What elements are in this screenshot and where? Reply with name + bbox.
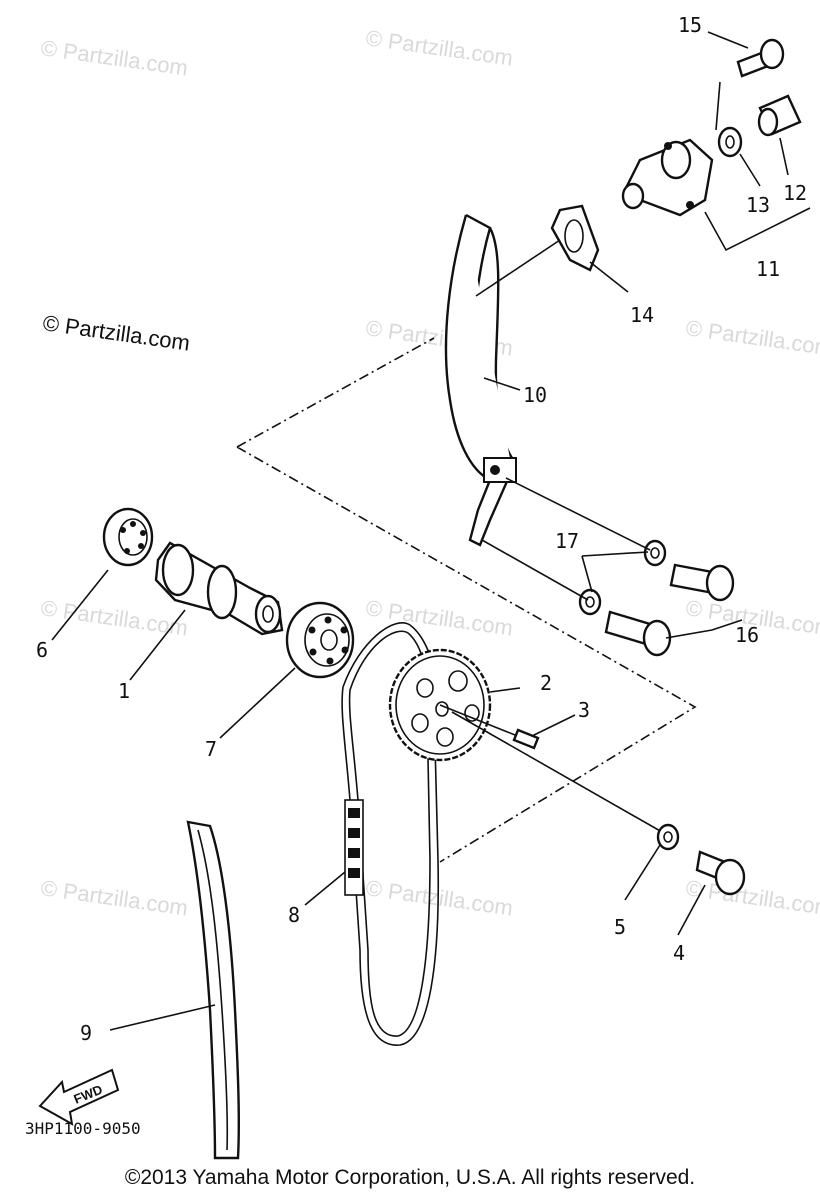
part-11-tensioner — [621, 138, 714, 217]
watermark: © Partzilla.com — [364, 25, 514, 70]
callout-6: 6 — [36, 638, 48, 662]
callout-9: 9 — [80, 1021, 92, 1045]
watermark: © Partzilla.com — [684, 315, 820, 360]
part-6-bearing — [102, 507, 154, 567]
part-9-chain-guide — [186, 820, 240, 1160]
callout-13: 13 — [746, 193, 770, 217]
part-10-chain-guide — [444, 213, 517, 547]
part-16-bolts — [604, 563, 735, 657]
callout-1: 1 — [118, 679, 130, 703]
callout-11: 11 — [756, 257, 780, 281]
callout-8: 8 — [288, 903, 300, 927]
watermark: © Partzilla.com — [364, 595, 514, 640]
watermark: © Partzilla.com — [364, 875, 514, 920]
part-8-cam-chain — [341, 622, 440, 1046]
leader-lines — [51, 31, 811, 1031]
callout-numbers: 1 2 3 4 5 6 7 8 9 10 11 12 13 14 15 16 1… — [36, 13, 807, 1045]
part-4-bolt — [695, 850, 746, 896]
callout-5: 5 — [614, 915, 626, 939]
part-1-camshaft — [154, 541, 284, 636]
callout-17: 17 — [555, 529, 579, 553]
callout-4: 4 — [673, 941, 685, 965]
callout-10: 10 — [523, 383, 547, 407]
callout-16: 16 — [735, 623, 759, 647]
diagram-code: 3HP1100-9050 — [25, 1119, 141, 1138]
callout-7: 7 — [205, 737, 217, 761]
fwd-arrow-icon: FWD — [38, 1068, 120, 1126]
watermark: © Partzilla.com — [39, 875, 189, 920]
watermark-main: © Partzilla.com — [41, 310, 191, 355]
part-4-axis-line — [451, 711, 663, 833]
part-3-pin — [439, 704, 540, 750]
part-17-washers — [578, 539, 667, 616]
part-7-bearing — [285, 601, 355, 679]
part-5-washer — [656, 823, 680, 851]
part-12-cap-bolt — [757, 94, 802, 137]
callout-12: 12 — [783, 181, 807, 205]
copyright-notice: ©2013 Yamaha Motor Corporation, U.S.A. A… — [124, 1166, 696, 1189]
part-13-washer — [717, 126, 743, 158]
watermark: © Partzilla.com — [684, 875, 820, 920]
callout-3: 3 — [578, 698, 590, 722]
part-15-bolt — [736, 38, 785, 78]
callout-2: 2 — [540, 671, 552, 695]
assembly-frame-lines — [236, 337, 697, 863]
part-14-gasket — [475, 204, 629, 297]
callout-15: 15 — [678, 13, 702, 37]
callout-14: 14 — [630, 303, 654, 327]
camshaft-chain-diagram: © Partzilla.com © Partzilla.com © Partzi… — [25, 13, 820, 1160]
watermark: © Partzilla.com — [39, 35, 189, 80]
